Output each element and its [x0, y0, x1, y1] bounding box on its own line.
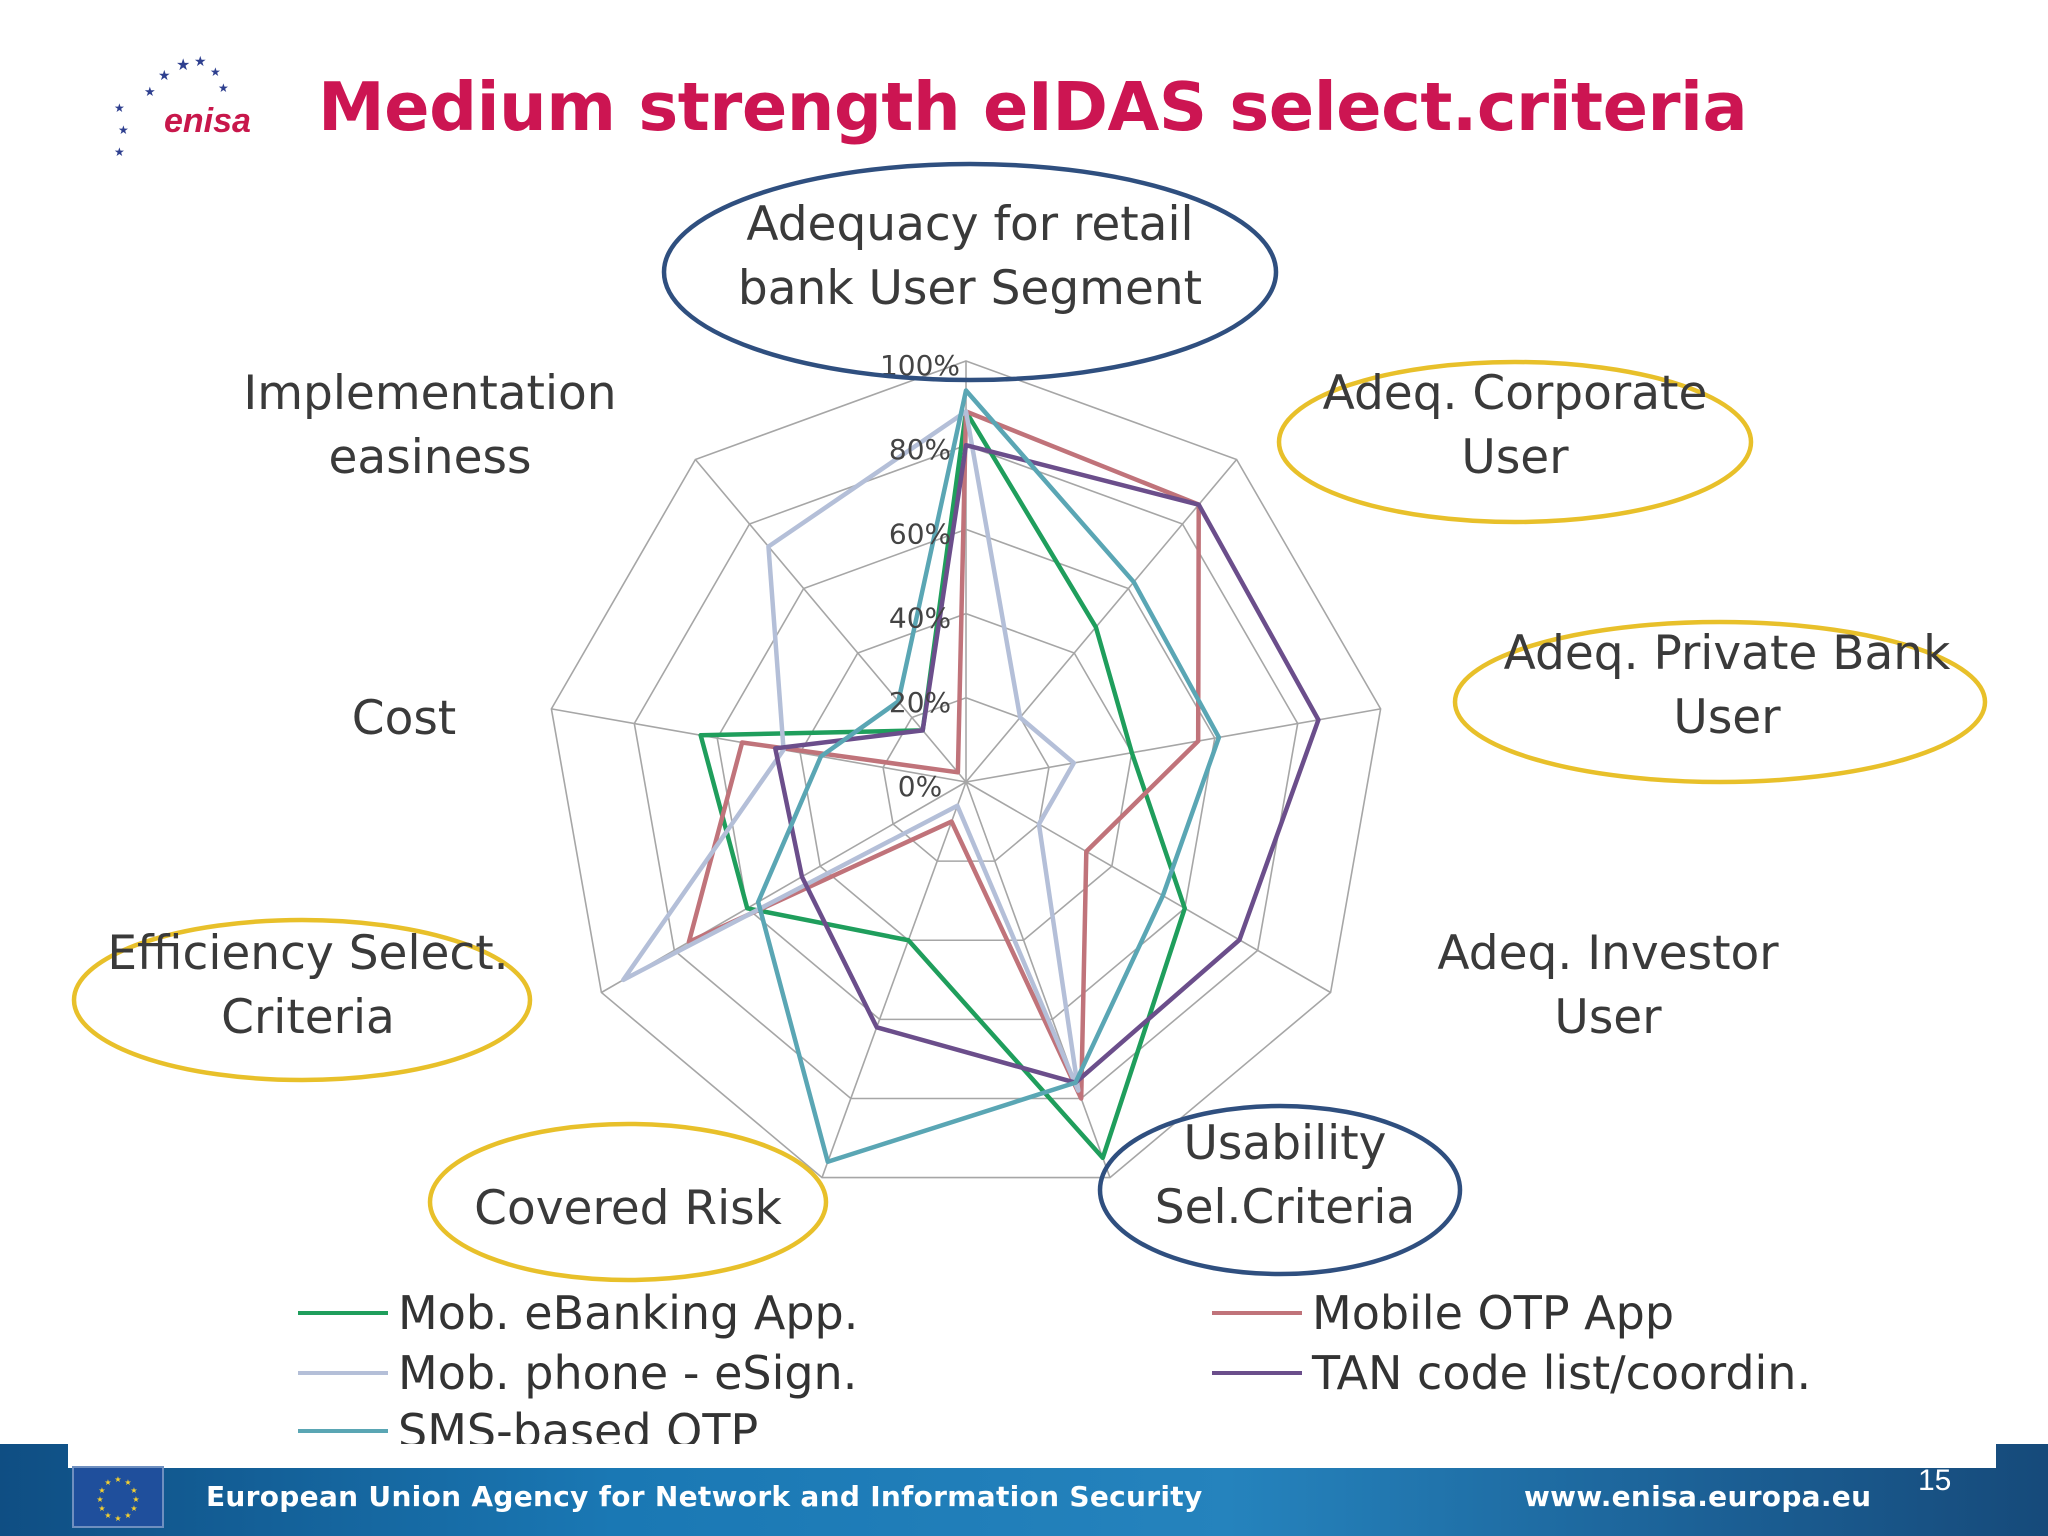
legend-swatch: [1212, 1311, 1302, 1315]
tick-label-2: 40%: [889, 602, 951, 635]
axis-highlight-ellipse-1: [1276, 359, 1754, 525]
legend-label: Mob. phone - eSign.: [398, 1346, 858, 1400]
axis-highlight-ellipse-6: [71, 917, 533, 1083]
axis-highlight-ellipse-5: [427, 1121, 829, 1283]
grid-ring-4: [633, 444, 1299, 1100]
footer-url-link[interactable]: www.enisa.europa.eu: [1524, 1480, 1872, 1513]
axis-spoke-2: [965, 708, 1381, 783]
svg-text:★: ★: [98, 1504, 105, 1513]
axis-label-2-line-0: Adeq. Private Bank: [1504, 626, 1951, 681]
svg-text:★: ★: [132, 1495, 139, 1504]
grid-ring-5: [550, 360, 1382, 1179]
svg-text:★: ★: [114, 145, 125, 159]
legend-swatch: [298, 1371, 388, 1375]
svg-text:★: ★: [114, 1514, 121, 1523]
legend-item-2: Mob. phone - eSign.: [298, 1345, 857, 1401]
axis-label-1-line-0: Adeq. Corporate: [1323, 366, 1708, 421]
svg-text:★: ★: [210, 65, 221, 79]
series-line-2: [621, 409, 1081, 1093]
svg-text:★: ★: [176, 55, 190, 74]
logo-text: enisa: [164, 102, 251, 140]
svg-text:★: ★: [130, 1504, 137, 1513]
axis-spoke-5: [821, 781, 967, 1178]
svg-text:★: ★: [96, 1495, 103, 1504]
legend-label: Mobile OTP App: [1312, 1286, 1675, 1340]
axis-highlight-ellipse-4: [1097, 1103, 1463, 1277]
tick-label-0: 0%: [898, 770, 942, 803]
legend-item-3: TAN code list/coordin.: [1212, 1345, 1811, 1401]
legend-label: Mob. eBanking App.: [398, 1286, 859, 1340]
legend-item-0: Mob. eBanking App.: [298, 1285, 858, 1341]
footer-white-strip: [68, 1444, 1996, 1468]
svg-text:★: ★: [104, 1511, 111, 1520]
svg-text:★: ★: [124, 1478, 131, 1487]
grid-ring-2: [799, 612, 1133, 942]
axis-spoke-4: [965, 781, 1111, 1178]
footer-bar: ★★★ ★★★ ★★★ ★★★ European Union Agency fo…: [0, 1444, 2048, 1536]
svg-text:★: ★: [158, 68, 171, 84]
axis-label-4-line-1: Sel.Criteria: [1155, 1180, 1415, 1235]
legend-item-1: Mobile OTP App: [1212, 1285, 1674, 1341]
axis-label-6-line-0: Efficiency Select.: [107, 926, 508, 981]
svg-text:★: ★: [98, 1486, 105, 1495]
svg-text:★: ★: [124, 1511, 131, 1520]
axis-label-8-line-0: Implementation: [243, 366, 616, 421]
eu-flag-icon: ★★★ ★★★ ★★★ ★★★: [72, 1466, 164, 1528]
svg-text:★: ★: [194, 54, 207, 70]
series-line-0: [698, 409, 1188, 1161]
grid-ring-1: [882, 696, 1050, 862]
axis-label-0-line-1: bank User Segment: [738, 261, 1202, 316]
axis-highlight-ellipse-0: [661, 161, 1279, 383]
axis-spoke-3: [965, 781, 1331, 994]
svg-text:★: ★: [104, 1478, 111, 1487]
axis-label-3-line-0: Adeq. Investor: [1437, 926, 1779, 981]
axis-spoke-1: [965, 458, 1238, 783]
axis-label-3-line-1: User: [1554, 990, 1662, 1045]
axis-label-7-line-0: Cost: [352, 691, 457, 746]
svg-text:★: ★: [144, 85, 156, 100]
grid-ring-3: [716, 528, 1216, 1021]
legend-label: TAN code list/coordin.: [1312, 1346, 1812, 1400]
svg-text:★: ★: [130, 1486, 137, 1495]
axis-label-1-line-1: User: [1461, 430, 1569, 485]
series-line-4: [755, 388, 1222, 1165]
axis-label-4-line-0: Usability: [1184, 1116, 1387, 1171]
enisa-logo: ★ ★ ★ ★ ★ ★ ★ ★ ★ enisa: [108, 52, 278, 162]
axis-label-0-line-0: Adequacy for retail: [746, 197, 1193, 252]
svg-text:★: ★: [114, 1475, 121, 1484]
logo-stars-icon: ★ ★ ★ ★ ★ ★ ★ ★ ★: [114, 54, 229, 159]
axis-highlight-ellipse-2: [1452, 619, 1988, 785]
legend-swatch: [298, 1311, 388, 1315]
legend-swatch: [298, 1429, 388, 1433]
svg-text:★: ★: [118, 123, 129, 137]
tick-label-1: 20%: [889, 686, 951, 719]
svg-text:★: ★: [218, 81, 229, 95]
axis-label-5-line-0: Covered Risk: [474, 1181, 782, 1236]
axis-label-6-line-1: Criteria: [221, 990, 395, 1045]
axis-label-8-line-1: easiness: [329, 430, 532, 485]
radar-chart: 0%20%40%60%80%100%Adequacy for retailban…: [71, 161, 1988, 1283]
axis-label-2-line-1: User: [1673, 690, 1781, 745]
tick-label-4: 80%: [889, 433, 951, 466]
svg-text:★: ★: [114, 101, 125, 115]
page-number: 15: [1918, 1464, 1952, 1497]
page-title: Medium strength eIDAS select.criteria: [318, 68, 1748, 146]
series-line-3: [773, 442, 1321, 1085]
legend-swatch: [1212, 1371, 1302, 1375]
footer-agency-name: European Union Agency for Network and In…: [206, 1480, 1203, 1513]
series-line-1: [686, 409, 1201, 1101]
tick-label-3: 60%: [889, 517, 951, 550]
